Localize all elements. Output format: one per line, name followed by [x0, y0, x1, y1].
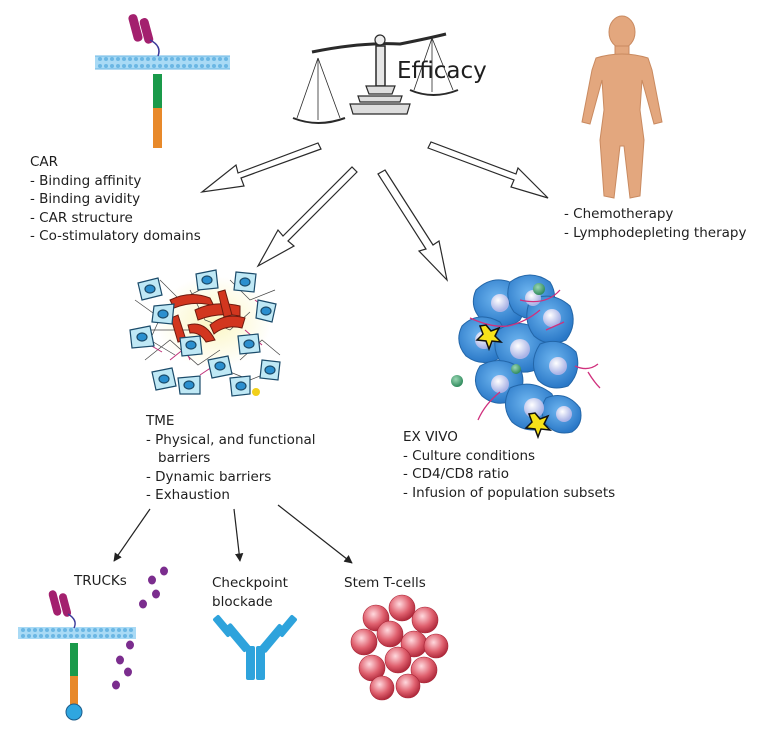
human-body-icon — [581, 15, 663, 199]
tumor-cells-icon — [451, 274, 601, 440]
tme-item: - Dynamic barriers — [146, 468, 272, 485]
tme-heading: TME — [146, 413, 175, 429]
trucks-label: TRUCKs — [74, 573, 127, 589]
tme-branch-arrows — [113, 504, 353, 564]
checkpoint-line: Checkpoint — [212, 575, 288, 591]
balance-scale-icon — [292, 32, 459, 124]
arrow-to-exvivo — [377, 169, 449, 282]
exvivo-item: - Culture conditions — [403, 447, 536, 464]
stem-cells-icon — [350, 594, 449, 701]
car-item: - Co-stimulatory domains — [30, 228, 201, 244]
arrow-to-car — [199, 142, 322, 193]
tme-item: - Exhaustion — [146, 487, 230, 503]
exvivo-item: - Infusion of population subsets — [403, 484, 616, 501]
big-arrows — [199, 141, 549, 282]
tme-item: - Physical, and functional — [146, 431, 316, 448]
car-heading: CAR — [30, 154, 59, 170]
exvivo-factors: EX VIVO - Culture conditions - CD4/CD8 r… — [403, 428, 615, 502]
car-receptor-icon — [95, 14, 230, 148]
stem-cells-label: Stem T-cells — [344, 575, 426, 591]
car-factors: CAR - Binding affinity - Binding avidity… — [30, 153, 201, 246]
tme-factors: TME - Physical, and functional barriers … — [146, 412, 316, 505]
truck-receptor-icon — [18, 590, 136, 721]
antibody-icon — [213, 615, 297, 680]
checkpoint-label: Checkpoint blockade — [212, 574, 288, 611]
arrow-to-host — [427, 141, 549, 199]
efficacy-title: Efficacy — [397, 58, 487, 84]
checkpoint-line: blockade — [212, 593, 273, 610]
tme-item: barriers — [158, 450, 211, 466]
host-item: - Lymphodepleting therapy — [564, 224, 747, 241]
arrow-to-stem — [277, 504, 353, 564]
exvivo-item: - CD4/CD8 ratio — [403, 466, 509, 482]
cytokine-dots-icon — [112, 566, 168, 690]
exvivo-heading: EX VIVO — [403, 429, 458, 445]
arrow-to-checkpoint — [233, 508, 244, 562]
arrow-to-tme — [256, 166, 358, 268]
host-factors: - Chemotherapy - Lymphodepleting therapy — [564, 205, 746, 242]
host-item: - Chemotherapy — [564, 206, 674, 222]
car-item: - Binding avidity — [30, 191, 141, 207]
tumor-microenvironment-icon — [129, 269, 281, 397]
arrow-to-trucks — [113, 508, 151, 562]
car-item: - Binding affinity — [30, 172, 142, 189]
car-item: - CAR structure — [30, 209, 133, 226]
